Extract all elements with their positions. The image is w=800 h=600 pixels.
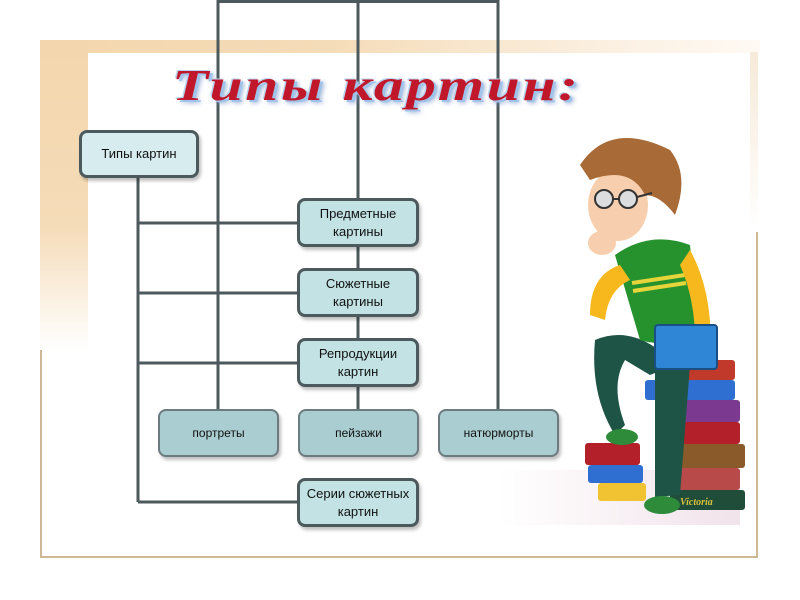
leaf-label: натюрморты — [463, 426, 534, 440]
book-spine-text: Victoria — [680, 497, 713, 508]
node-reproductions: Репродукции картин — [297, 338, 419, 387]
node-label: Репродукции картин — [318, 345, 398, 379]
leaf-landscapes: пейзажи — [298, 409, 419, 457]
node-plot-series: Серии сюжетных картин — [297, 478, 419, 527]
glasses-icon — [594, 189, 653, 209]
root-node: Типы картин — [79, 130, 199, 178]
frame-left-band — [40, 40, 88, 350]
slide-title: Типы картин: — [172, 61, 581, 110]
node-label: Сюжетные картины — [325, 275, 391, 309]
leaf-label: портреты — [192, 426, 245, 440]
node-label: Серии сюжетных картин — [306, 485, 410, 519]
node-subject-pictures: Предметные картины — [297, 198, 419, 247]
leaf-portraits: портреты — [158, 409, 279, 457]
leaf-still-lifes: натюрморты — [438, 409, 559, 457]
root-node-label: Типы картин — [101, 146, 177, 161]
node-plot-pictures: Сюжетные картины — [297, 268, 419, 317]
leaf-label: пейзажи — [335, 426, 382, 440]
student-on-books-illustration: Victoria — [580, 138, 745, 514]
frame-top-band — [40, 40, 760, 53]
frame-right-band — [750, 52, 758, 232]
node-label: Предметные картины — [319, 205, 397, 239]
